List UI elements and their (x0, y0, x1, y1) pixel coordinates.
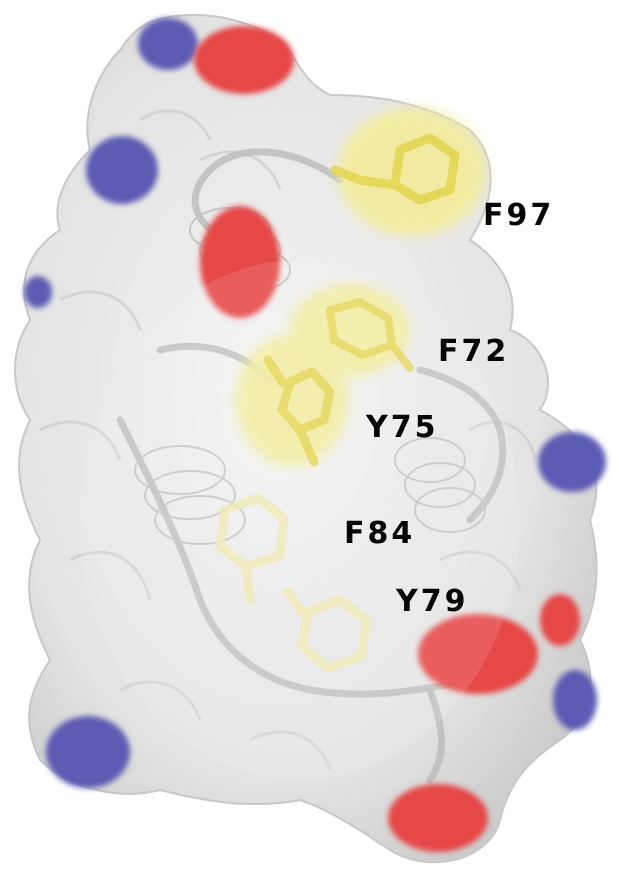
residue-label-y79: Y79 (396, 584, 469, 619)
surface-veil (80, 260, 520, 780)
ribbon-trace (116, 148, 507, 784)
ring-f97 (330, 133, 460, 205)
hydrophobic-patches (236, 108, 486, 466)
ring-y79 (283, 587, 371, 673)
ring-f84 (215, 493, 289, 605)
residue-label-f84: F84 (344, 516, 416, 551)
residue-label-f97: F97 (483, 198, 555, 233)
surface-shading (39, 109, 537, 771)
ring-f72 (326, 298, 414, 372)
side-chain-rings (215, 133, 460, 673)
residue-label-y75: Y75 (366, 410, 439, 445)
ring-y75 (263, 355, 335, 467)
residue-label-f72: F72 (438, 334, 510, 369)
oxygen-patches (194, 26, 580, 852)
nitrogen-patches (24, 18, 606, 788)
